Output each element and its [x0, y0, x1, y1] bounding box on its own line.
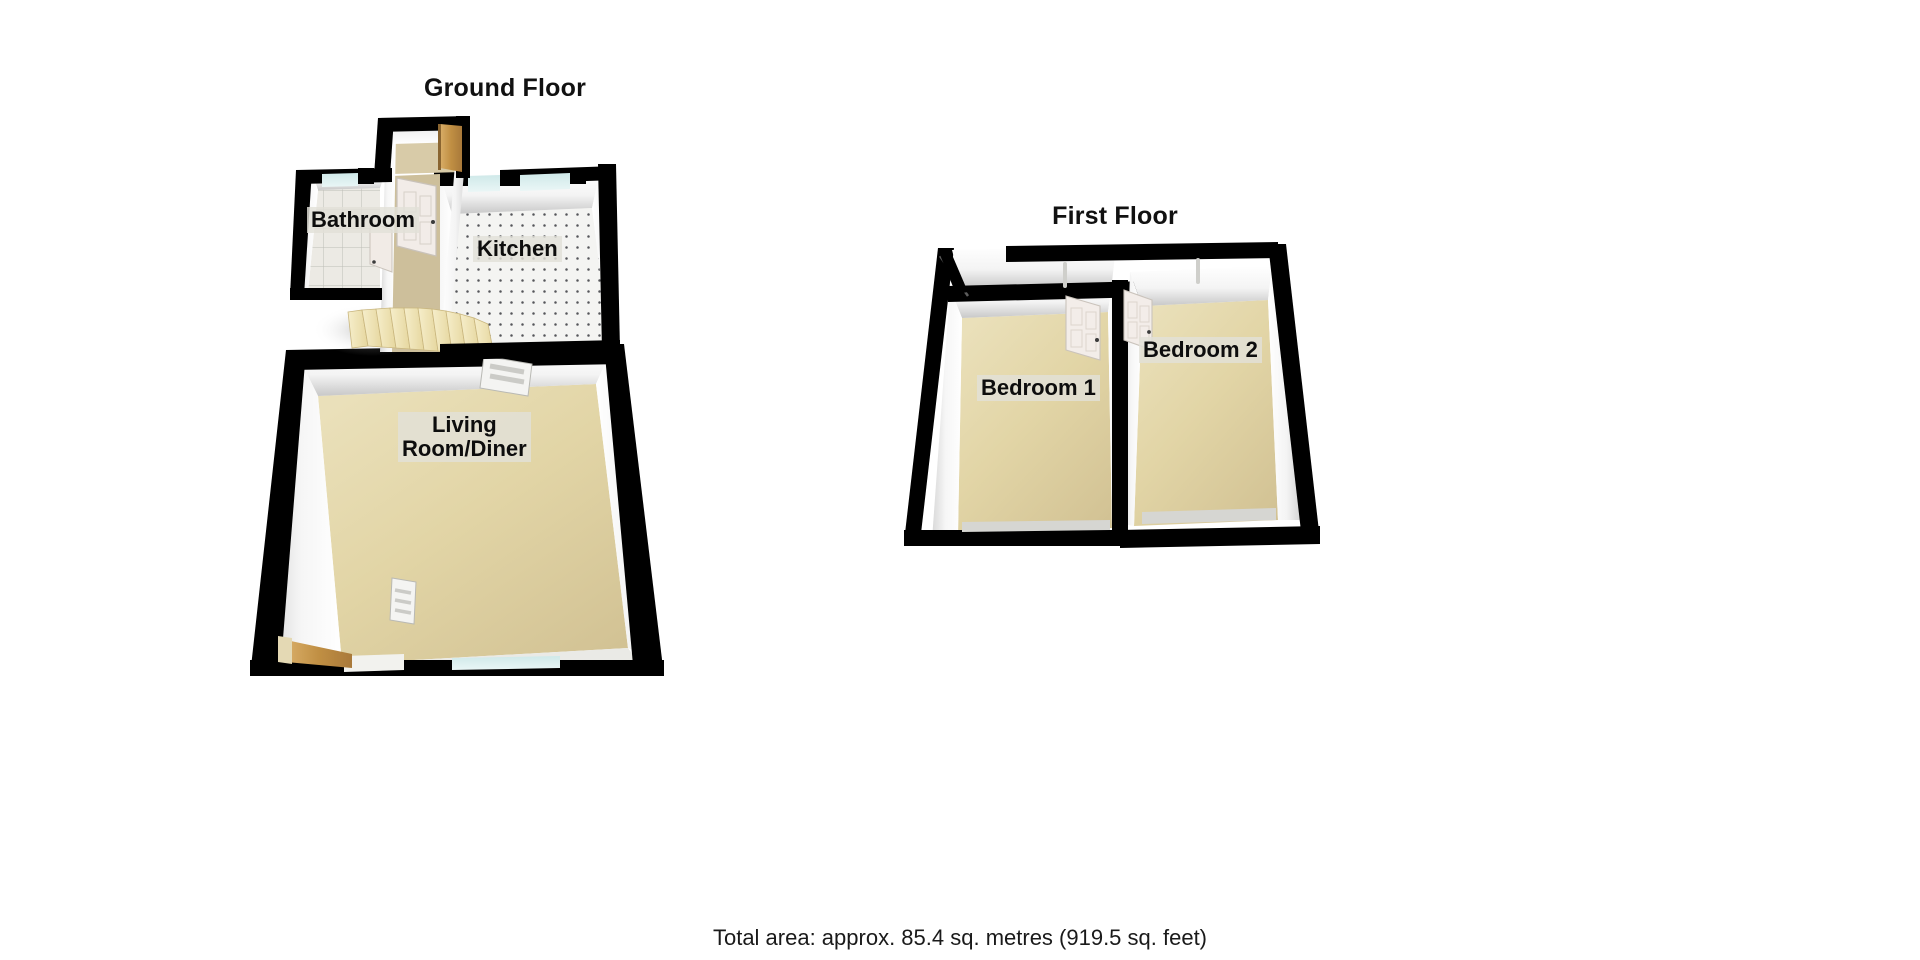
- bedroom-1-outer-wall-bottom: [904, 530, 1120, 546]
- room-label-living-room-line1: Living: [431, 412, 497, 437]
- living-room-outer-wall-left: [250, 350, 306, 676]
- hall-lower-door-handle: [372, 260, 376, 264]
- bedroom-1-outer-wall-left: [904, 248, 954, 542]
- bedroom-1-skirting: [962, 520, 1110, 532]
- hall-door: [440, 124, 462, 172]
- room-label-kitchen: Kitchen: [473, 236, 562, 262]
- living-room-outer-wall-right: [604, 344, 664, 676]
- radiator-bay: [389, 577, 417, 625]
- kitchen-window-reveal-notch: [500, 170, 520, 186]
- bathroom-door-panel-d: [419, 221, 432, 245]
- radiator-bed1: [1063, 262, 1067, 288]
- bedroom-1-wall-left: [932, 288, 962, 540]
- stairwell: [938, 250, 970, 297]
- hall-door-edge: [438, 124, 441, 170]
- kitchen-window-right: [520, 173, 570, 191]
- bedroom-2-outer-wall-right: [1268, 244, 1320, 540]
- bathroom-outer-wall-bottom: [290, 288, 382, 300]
- bedroom-2-outer-wall-bottom: [1120, 526, 1320, 548]
- kitchen-outer-wall-right: [598, 164, 620, 350]
- radiator-bed2: [1196, 258, 1200, 284]
- front-door: [278, 636, 352, 668]
- bathroom-door-panel-b: [419, 195, 432, 217]
- landing-outer-wall-top: [1006, 242, 1278, 262]
- kitchen-window-left: [468, 175, 500, 192]
- room-label-bedroom-1: Bedroom 1: [977, 375, 1100, 401]
- bedroom-divider-wall: [1112, 280, 1128, 540]
- kitchen-window-reveal-notch-2: [570, 168, 586, 184]
- ground-floor-title: Ground Floor: [423, 74, 587, 102]
- total-area-note: Total area: approx. 85.4 sq. metres (919…: [712, 925, 1208, 950]
- bed1-door: [1065, 295, 1101, 361]
- bedroom-2-skirting: [1142, 508, 1276, 524]
- bathroom-door-handle: [431, 220, 435, 224]
- living-room-bay-window: [452, 656, 560, 670]
- partition-kitchen-living: [440, 340, 620, 360]
- bedroom-2-wall-back: [1130, 266, 1272, 306]
- bedroom-2-floor: [1134, 300, 1278, 526]
- room-label-living-room-line2: Room/Diner: [402, 435, 527, 461]
- radiator-living: [479, 355, 533, 397]
- bathroom-outer-wall-left: [290, 170, 312, 296]
- bathroom-window: [322, 173, 358, 187]
- hall-outer-wall-left: [374, 118, 394, 176]
- hall-wall-right: [440, 126, 468, 352]
- bathroom-window-notch: [358, 168, 374, 184]
- first-floor-title: First Floor: [1052, 202, 1178, 230]
- bedroom-1-floor: [958, 312, 1112, 534]
- living-room-bay-window-sill: [344, 654, 404, 672]
- room-label-bedroom-2: Bedroom 2: [1139, 337, 1262, 363]
- room-label-bathroom: Bathroom: [307, 207, 419, 233]
- room-label-living-room: Living Room/Diner: [398, 412, 531, 462]
